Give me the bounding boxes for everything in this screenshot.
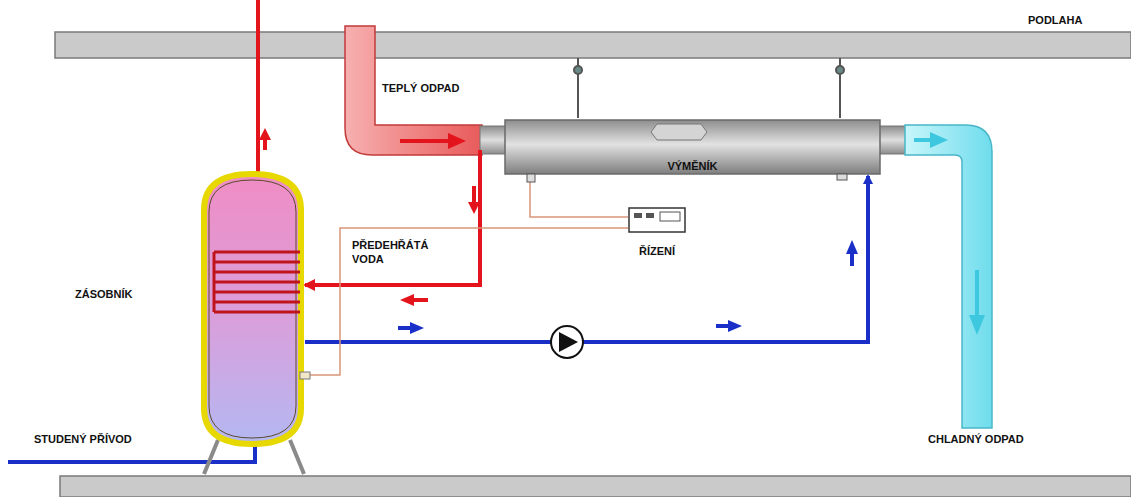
cold-waste-label: CHLADNÝ ODPAD <box>928 433 1024 445</box>
node-label: VÝMĚNÍK <box>505 160 880 172</box>
node-label: ŘÍZENÍ <box>628 245 686 257</box>
text-label: CHLADNÝ ODPAD <box>928 433 1024 445</box>
heat-exchanger: VÝMĚNÍK <box>505 118 880 176</box>
exchanger-outlet-stub <box>878 126 906 154</box>
cold-inlet-label: STUDENÝ PŘÍVOD <box>34 433 132 445</box>
text-label: PODLAHA <box>1028 14 1082 26</box>
storage-tank: ZÁSOBNÍK <box>200 170 305 448</box>
edge-label: PŘEDEHŘÁTÁ VODA <box>352 238 452 266</box>
cold-circuit-pipe <box>305 176 868 342</box>
cold-inlet-pipe <box>8 446 255 462</box>
tank-shape <box>200 170 305 448</box>
pipe-hangers <box>574 58 844 118</box>
control-wire <box>305 228 628 375</box>
controller-box: ŘÍZENÍ <box>628 207 686 233</box>
text-label: TEPLÝ ODPAD <box>382 82 459 94</box>
ceiling-slab <box>55 32 1131 58</box>
floor-label: PODLAHA <box>1028 14 1082 26</box>
controller-outline <box>628 207 686 233</box>
preheated-water-pipe <box>305 150 480 285</box>
node-label: ZÁSOBNÍK <box>75 288 180 300</box>
control-wire <box>530 176 628 217</box>
text-label: STUDENÝ PŘÍVOD <box>34 433 132 445</box>
edge-label-text: PŘEDEHŘÁTÁ VODA <box>352 238 452 266</box>
circulation-pump <box>551 326 583 358</box>
hot-water-pipe <box>256 0 260 176</box>
floor-slab <box>60 476 1131 497</box>
warm-waste-label: TEPLÝ ODPAD <box>382 82 459 94</box>
cold-waste-pipe <box>905 125 992 428</box>
exchanger-inlet-stub <box>480 126 507 154</box>
warm-waste-pipe <box>345 26 482 155</box>
